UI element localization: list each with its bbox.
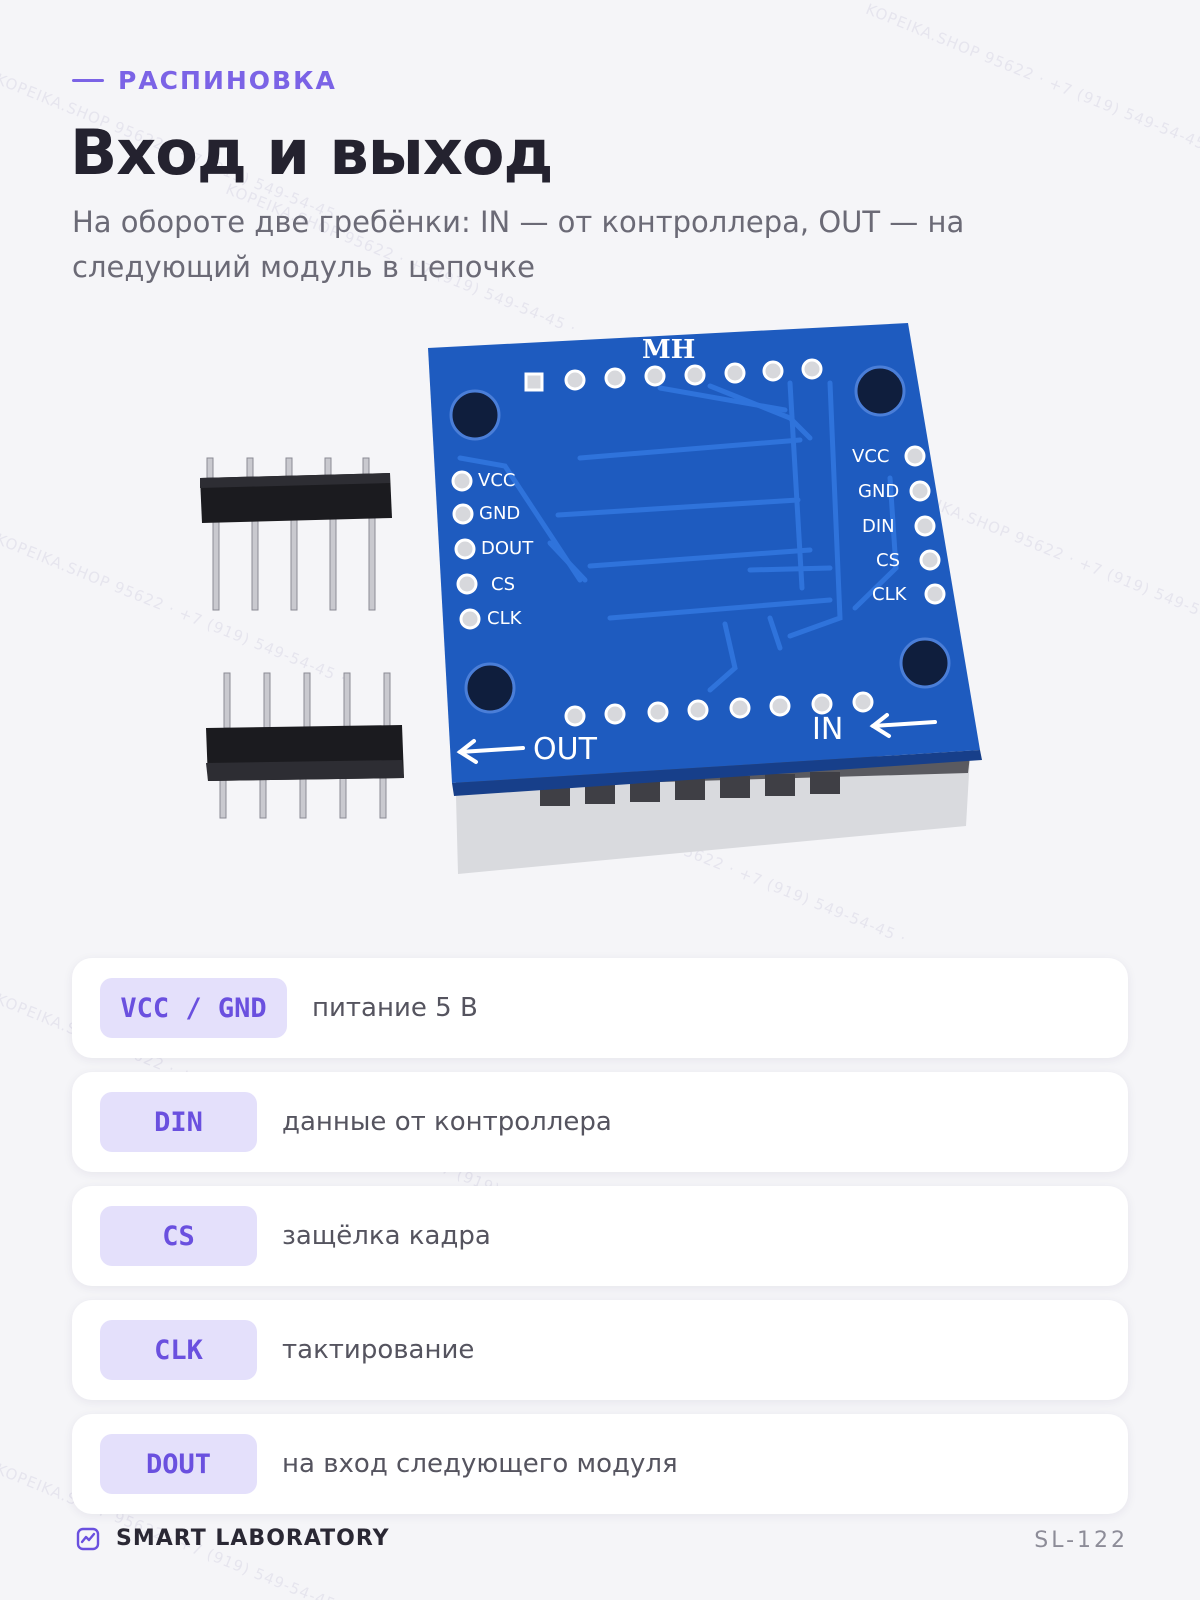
eyebrow-line bbox=[72, 79, 104, 82]
brand-name: SMART LABORATORY bbox=[116, 1526, 390, 1551]
pin-header-top bbox=[200, 457, 392, 611]
pin-description: тактирование bbox=[282, 1335, 475, 1365]
board-brand-label: MH bbox=[642, 335, 695, 365]
pin-description: защёлка кадра bbox=[282, 1221, 491, 1251]
pinout-row-cs: CS защёлка кадра bbox=[72, 1186, 1128, 1286]
page-subtitle: На обороте две гребёнки: IN — от контрол… bbox=[72, 205, 965, 284]
pinout-row-din: DIN данные от контроллера bbox=[72, 1072, 1128, 1172]
footer-brand: SMART LABORATORY bbox=[76, 1526, 390, 1551]
pin-badge: DOUT bbox=[100, 1434, 257, 1494]
silk-left-pin: DOUT bbox=[481, 538, 534, 559]
silk-right-pin: DIN bbox=[862, 516, 895, 537]
pin-badge: CS bbox=[100, 1206, 257, 1266]
chart-line-icon bbox=[76, 1527, 100, 1550]
silk-left-pin: GND bbox=[479, 503, 520, 524]
pin-header-bottom bbox=[206, 672, 404, 819]
silk-out-label: OUT bbox=[533, 732, 598, 767]
pin-badge: DIN bbox=[100, 1092, 257, 1152]
silk-in-arrow bbox=[869, 713, 937, 738]
pin-description: питание 5 В bbox=[312, 993, 478, 1023]
pin-badge: CLK bbox=[100, 1320, 257, 1380]
page-code: SL-122 bbox=[1034, 1528, 1128, 1553]
silk-left-pin: CS bbox=[491, 574, 515, 595]
silk-left-pin: CLK bbox=[487, 608, 523, 629]
pinout-row-dout: DOUT на вход следующего модуля bbox=[72, 1414, 1128, 1514]
section-eyebrow: РАСПИНОВКА bbox=[72, 66, 337, 95]
pinout-row-clk: CLK тактирование bbox=[72, 1300, 1128, 1400]
pin-description: на вход следующего модуля bbox=[282, 1449, 678, 1479]
silk-out-arrow bbox=[456, 739, 525, 764]
pinout-row-vcc-gnd: VCC / GND питание 5 В bbox=[72, 958, 1128, 1058]
silk-right-pin: VCC bbox=[852, 446, 889, 467]
watermark-text: KOPEIKA.SHOP 95622 · +7 (919) 549-54-45 … bbox=[863, 0, 1200, 158]
pin-badge: VCC / GND bbox=[100, 978, 287, 1038]
module-photo: MH VCC GND DOUT CS CLK VCC GND DIN CS CL… bbox=[200, 323, 982, 874]
silk-left-pin: VCC bbox=[478, 470, 515, 491]
page-title: Вход и выход bbox=[70, 116, 553, 189]
silk-right-pin: CS bbox=[876, 550, 900, 571]
silk-right-pin: GND bbox=[858, 481, 899, 502]
silk-right-pin: CLK bbox=[872, 584, 908, 605]
pin-description: данные от контроллера bbox=[282, 1107, 612, 1137]
eyebrow-label: РАСПИНОВКА bbox=[118, 66, 337, 95]
silk-in-label: IN bbox=[812, 712, 843, 747]
